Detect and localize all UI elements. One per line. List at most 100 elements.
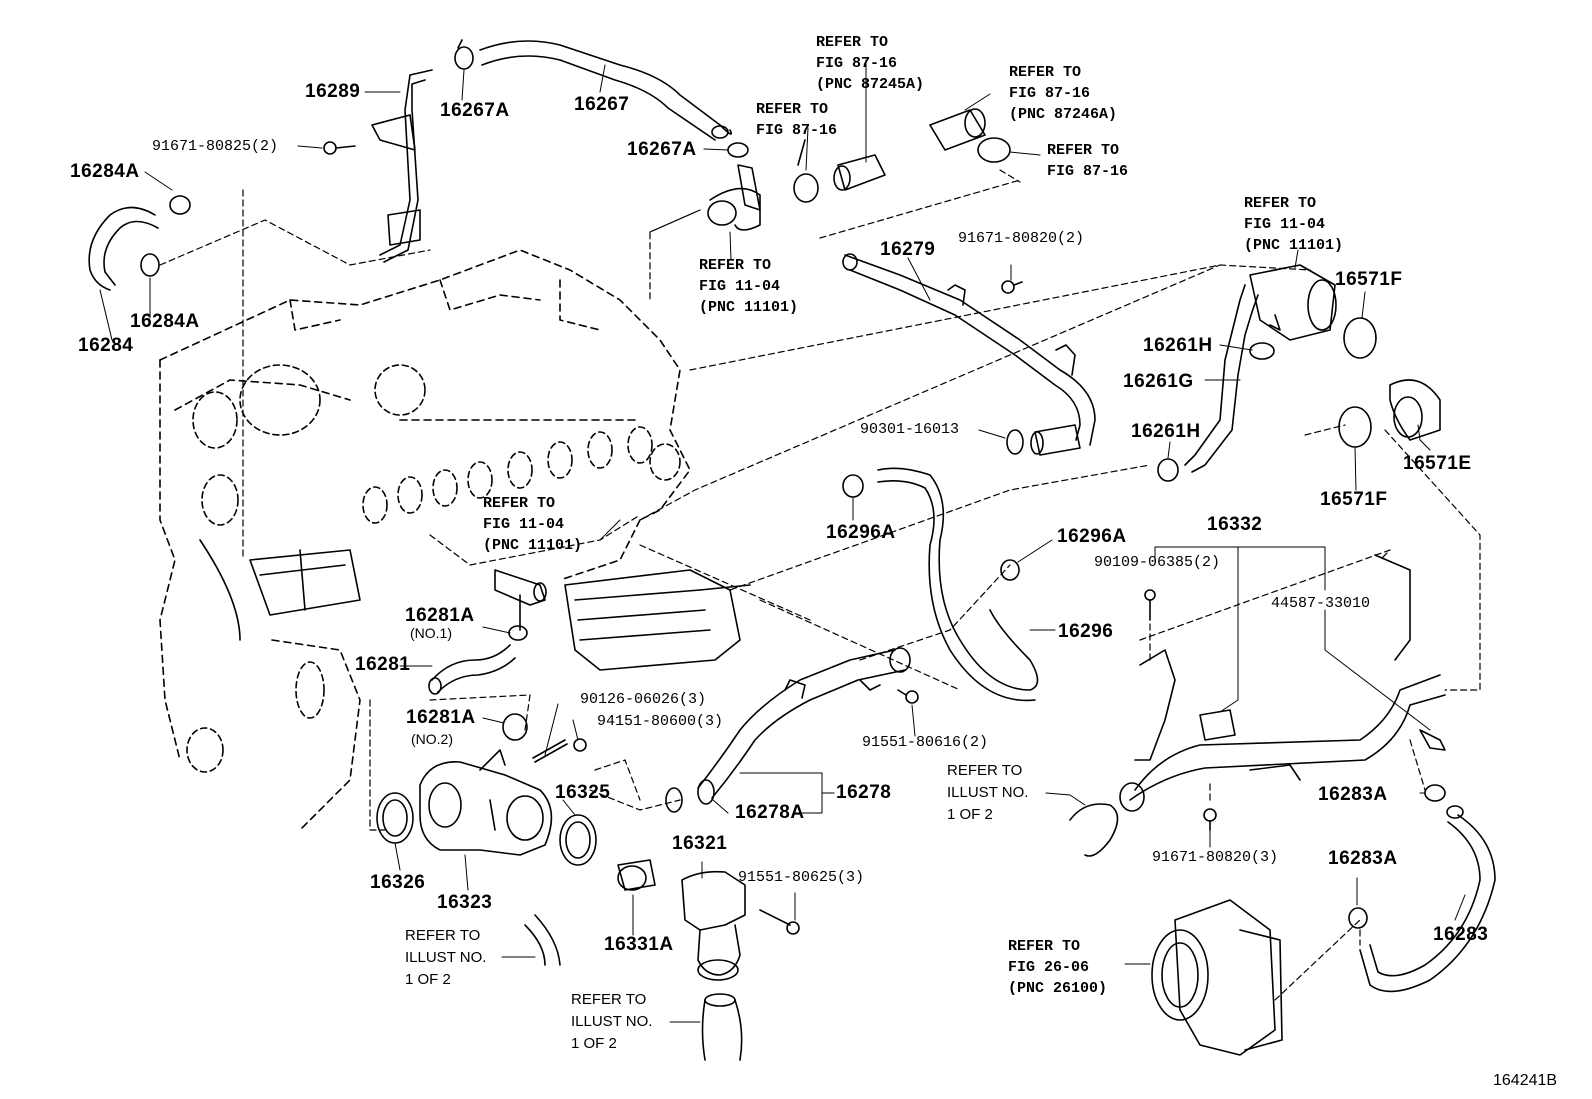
water-outlet: [707, 164, 761, 231]
ref-note-illust-b: REFER TO ILLUST NO. 1 OF 2: [405, 927, 487, 988]
hose-16281: [428, 644, 516, 695]
ref-note-87245A: REFER TO FIG 87-16 (PNC 87245A): [816, 34, 925, 93]
clamp-16267A-top: [454, 39, 474, 70]
clamp-16284A-bot: [140, 253, 160, 277]
hose-16267: [479, 40, 733, 141]
label-16261H-mid: 16261H: [1131, 421, 1201, 442]
bolt-91551-80625: [759, 909, 800, 935]
clamp-16571F-top: [1343, 317, 1377, 359]
label-90126-06026: 90126-06026(3): [580, 691, 707, 708]
label-no2: (NO.2): [411, 731, 453, 747]
label-94151-80600: 94151-80600(3): [597, 713, 724, 730]
hose-stub-refer-a: [524, 914, 561, 966]
gasket-16325: [559, 814, 597, 866]
label-16571F-bot: 16571F: [1320, 489, 1388, 510]
label-16283A-bot: 16283A: [1328, 848, 1398, 869]
label-16278A: 16278A: [735, 802, 805, 823]
clamp-16267A-mid: [727, 142, 749, 158]
gasket-16326: [376, 792, 414, 844]
pipe-16279: [842, 253, 1096, 446]
hose-16296: [877, 467, 1039, 702]
pipe-11101-mid: [494, 569, 547, 631]
pipe-16332: [1119, 554, 1446, 812]
oring-90301-16013: [1006, 429, 1024, 455]
pipe-16289: [371, 69, 433, 263]
engine-block-cylinders: [186, 364, 681, 773]
label-16281A-no2: 16281A: [406, 707, 476, 728]
phantom-lines: [159, 169, 1481, 1001]
oring-16278A: [665, 787, 683, 813]
ref-note-87-16-a: REFER TO FIG 87-16: [756, 101, 838, 139]
inlet-16321: [681, 870, 746, 981]
ref-note-11-04-b: REFER TO FIG 11-04 (PNC 11101): [1244, 195, 1344, 254]
leader-lines: [99, 59, 1466, 1023]
label-44587-33010: 44587-33010: [1271, 595, 1371, 612]
label-16284A-top: 16284A: [70, 161, 140, 182]
engine-block-phantom: [159, 249, 691, 831]
pipe-16278: [697, 647, 911, 805]
nut-94151-80600: [573, 738, 587, 752]
throttle-body: [1151, 899, 1283, 1056]
label-16296A-right: 16296A: [1057, 526, 1127, 547]
label-16571E: 16571E: [1403, 453, 1472, 474]
bolt-91671-80825: [323, 141, 356, 155]
engine-side-bracket: [199, 539, 361, 641]
bolt-91671-80820-bot: [1203, 808, 1217, 831]
bolt-91551-80616: [897, 689, 919, 704]
label-16284A-bot: 16284A: [130, 311, 200, 332]
label-91671-80820-top: 91671-80820(2): [958, 230, 1085, 247]
hose-stub-refer-c: [1069, 803, 1119, 857]
hose-87245A: [833, 154, 886, 191]
label-90109-06385: 90109-06385(2): [1094, 554, 1221, 571]
hose-87246A: [929, 108, 986, 151]
clamp-refer-87-16-a: [793, 139, 819, 203]
ref-note-11-04-c: REFER TO FIG 11-04 (PNC 11101): [483, 495, 583, 554]
label-16278: 16278: [836, 782, 892, 803]
label-91551-80616: 91551-80616(2): [862, 734, 989, 751]
ref-note-illust-a: REFER TO ILLUST NO. 1 OF 2: [947, 762, 1029, 823]
ref-note-87-16-b: REFER TO FIG 87-16: [1047, 142, 1129, 180]
label-90301-16013: 90301-16013: [860, 421, 960, 438]
hose-16283: [1359, 805, 1496, 993]
label-16281: 16281: [355, 654, 411, 675]
label-91551-80625: 91551-80625(3): [738, 869, 865, 886]
clamp-16571F-bot: [1338, 406, 1372, 448]
clamp-16296A-left: [842, 474, 864, 498]
clamp-16284A-top: [169, 195, 191, 215]
label-16261H-top: 16261H: [1143, 335, 1213, 356]
label-16261G: 16261G: [1123, 371, 1194, 392]
ref-note-26-06: REFER TO FIG 26-06 (PNC 26100): [1008, 938, 1108, 997]
clamp-16283A-top: [1424, 784, 1446, 802]
ref-note-11-04-a: REFER TO FIG 11-04 (PNC 11101): [699, 257, 799, 316]
label-16281A-no1: 16281A: [405, 605, 475, 626]
label-16331A: 16331A: [604, 934, 674, 955]
label-16332: 16332: [1207, 514, 1263, 535]
label-16296: 16296: [1058, 621, 1114, 642]
label-16267A-top: 16267A: [440, 100, 510, 121]
label-16267: 16267: [574, 94, 630, 115]
pipe-union: [1030, 424, 1081, 456]
label-16289: 16289: [305, 81, 361, 102]
clamp-refer-87-16-b: [977, 137, 1011, 163]
ref-note-87246A: REFER TO FIG 87-16 (PNC 87246A): [1009, 64, 1118, 123]
label-16267A-mid: 16267A: [627, 139, 697, 160]
hose-16571E: [1389, 379, 1441, 441]
bolt-90109-06385: [1144, 589, 1156, 621]
label-16326: 16326: [370, 872, 426, 893]
label-16323: 16323: [437, 892, 493, 913]
housing-16323: [419, 749, 553, 856]
label-16284: 16284: [78, 335, 134, 356]
clamp-16281A-no1: [508, 625, 528, 641]
hose-16261G: [1184, 284, 1259, 473]
hose-stub-refer-b: [701, 993, 743, 1061]
figure-number: 164241B: [1493, 1072, 1558, 1089]
clamp-16261H-top: [1249, 342, 1275, 360]
oil-cooler: [564, 569, 751, 671]
label-no1: (NO.1): [410, 625, 452, 641]
label-16321: 16321: [672, 833, 728, 854]
water-inlet-right: [1249, 264, 1337, 341]
label-16283A-top: 16283A: [1318, 784, 1388, 805]
clamp-16281A-no2: [502, 713, 528, 741]
